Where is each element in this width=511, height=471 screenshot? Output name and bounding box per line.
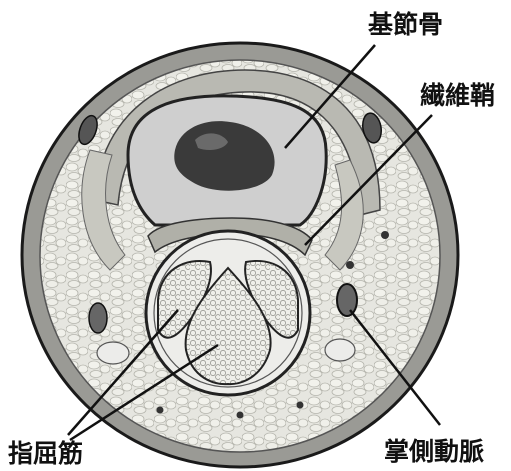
small-vessel xyxy=(297,402,304,409)
digital-nerve-right xyxy=(325,339,355,361)
label-flexor-tendons: 指屈筋 xyxy=(8,439,83,468)
small-vessel xyxy=(346,261,354,269)
small-vessel xyxy=(381,231,389,239)
label-palmar-digital-artery: 掌側動脈 xyxy=(384,437,484,466)
label-fibrous-sheath: 繊維鞘 xyxy=(420,81,495,110)
digital-nerve-left xyxy=(97,342,129,364)
palmar-vessel-left xyxy=(89,303,107,333)
small-vessel xyxy=(237,412,244,419)
palmar-digital-artery xyxy=(337,284,357,316)
label-proximal-phalanx: 基節骨 xyxy=(368,10,443,39)
small-vessel xyxy=(157,407,164,414)
